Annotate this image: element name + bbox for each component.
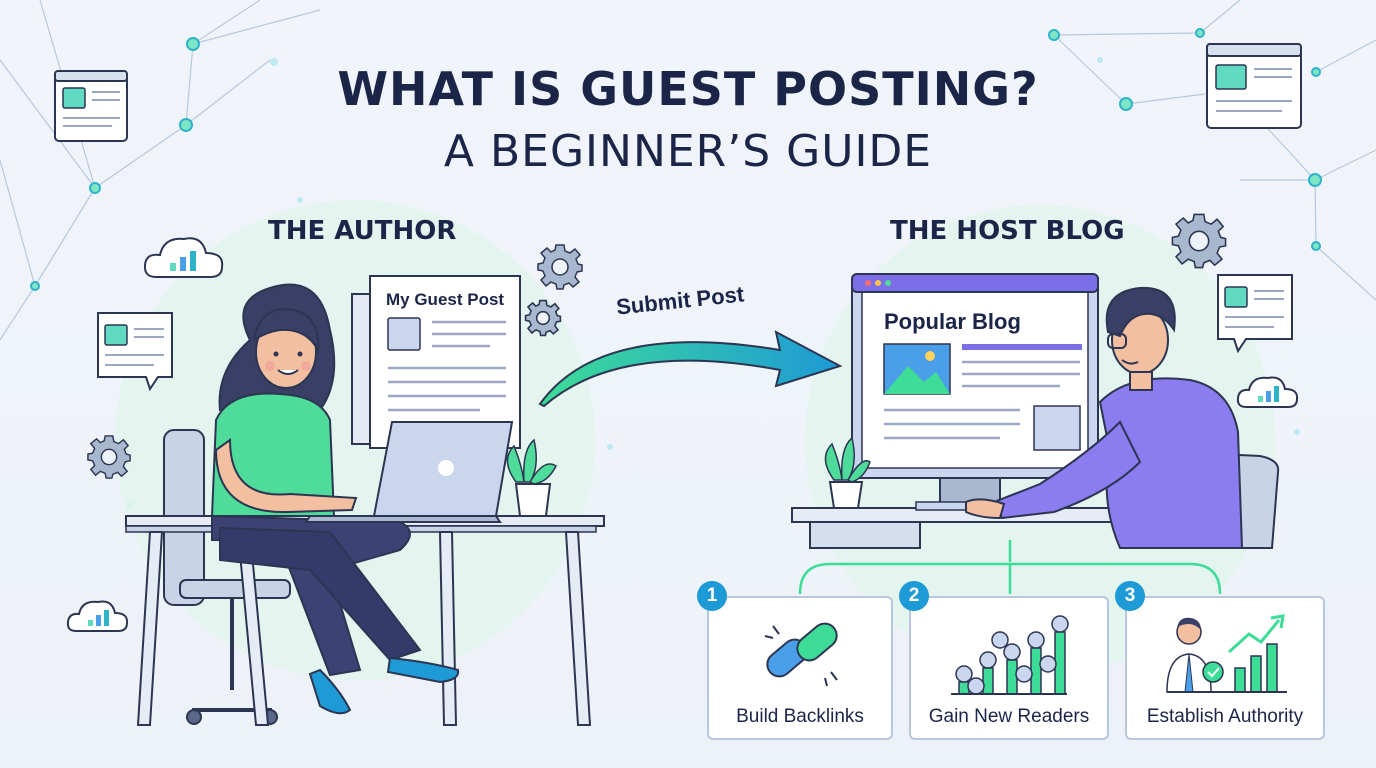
browser-window-icon (1206, 43, 1302, 129)
monitor-icon (851, 273, 1099, 507)
plant-icon (506, 438, 557, 517)
chat-window-icon (1217, 274, 1293, 353)
guest-post-title: My Guest Post (386, 290, 505, 309)
benefit-connectors (798, 540, 1222, 595)
guest-post-document (351, 275, 521, 449)
benefit-label-authority: Establish Authority (1146, 706, 1304, 727)
benefit-label-backlinks: Build Backlinks (736, 706, 864, 727)
blog-title: Popular Blog (884, 309, 1021, 334)
host-illustration (791, 273, 1280, 549)
benefit-number-2: 2 (899, 581, 929, 611)
benefit-label-readers: Gain New Readers (928, 706, 1090, 727)
chain-link-icon (764, 622, 838, 687)
cloud-chart-icon (1236, 376, 1299, 408)
gear-icon (1171, 213, 1227, 269)
gear-icon (537, 244, 583, 290)
chat-window-icon (97, 312, 173, 391)
authority-chart-icon (1166, 614, 1287, 693)
submit-arrow (538, 330, 843, 408)
benefit-card-backlinks: Build Backlinks (707, 596, 893, 740)
benefit-card-readers: Gain New Readers (909, 596, 1109, 740)
cloud-chart-icon (66, 600, 129, 632)
gear-icon (524, 299, 562, 337)
cloud-chart-icon (143, 237, 224, 278)
benefit-card-authority: Establish Authority (1125, 596, 1325, 740)
benefit-number-3: 3 (1115, 581, 1145, 611)
main-title: WHAT IS GUEST POSTING? (337, 62, 1039, 116)
subtitle: A BEGINNER’S GUIDE (443, 126, 933, 177)
browser-window-icon (54, 70, 128, 142)
host-blog-label: THE HOST BLOG (890, 216, 1125, 246)
author-label: THE AUTHOR (268, 216, 457, 246)
benefit-number-1: 1 (697, 581, 727, 611)
author-illustration (125, 275, 605, 726)
gear-icon (87, 435, 131, 479)
audience-growth-icon (951, 615, 1069, 695)
laptop-icon (304, 421, 514, 523)
